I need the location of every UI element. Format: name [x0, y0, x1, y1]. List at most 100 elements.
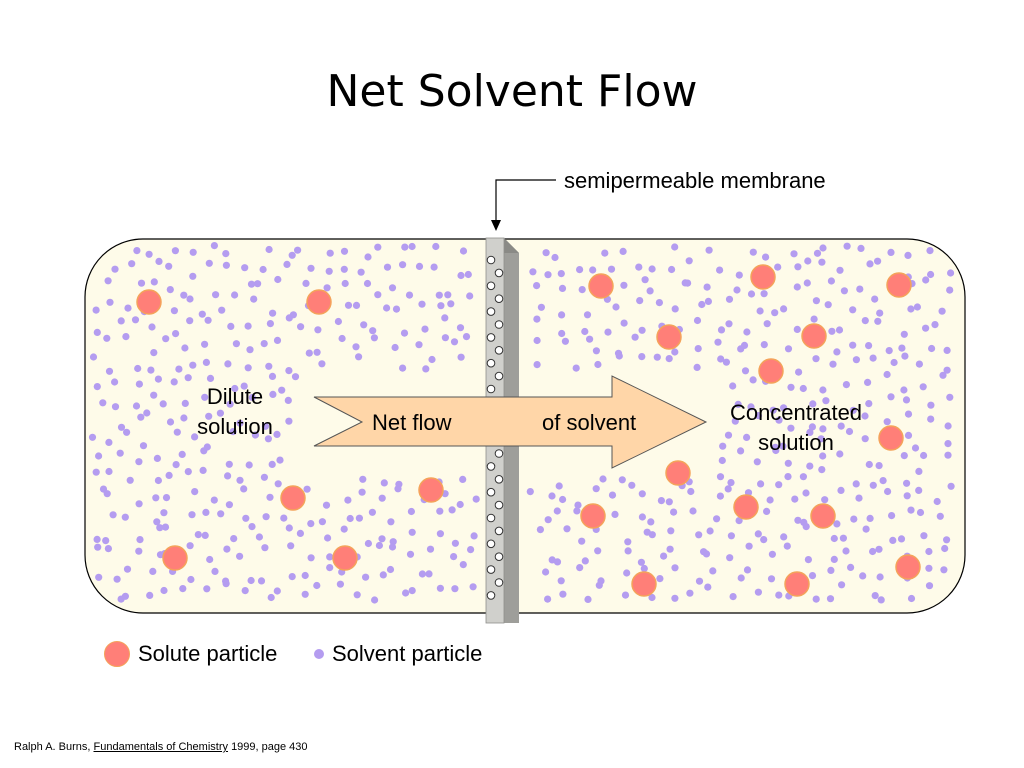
solvent-particle	[111, 403, 120, 411]
page-title: Net Solvent Flow	[326, 66, 698, 117]
solvent-particle	[819, 244, 827, 252]
membrane	[485, 237, 519, 624]
solvent-particle	[326, 564, 334, 572]
solvent-particle	[216, 409, 224, 417]
solvent-particle	[724, 485, 732, 493]
solvent-particle	[291, 373, 300, 381]
solvent-particle	[198, 310, 206, 318]
solvent-particle	[849, 306, 857, 314]
solvent-particle	[230, 535, 238, 543]
solvent-particle	[583, 311, 592, 319]
solvent-particle	[621, 591, 630, 599]
solute-particles	[136, 264, 921, 597]
solvent-particle	[533, 361, 541, 369]
solvent-particle	[828, 327, 836, 335]
solvent-particle	[147, 366, 155, 374]
solvent-particle	[467, 546, 475, 554]
solvent-particle	[904, 410, 913, 418]
solvent-particle	[123, 428, 131, 436]
solvent-particle	[829, 360, 837, 368]
solvent-particle	[657, 497, 666, 505]
solvent-particle	[386, 565, 395, 574]
membrane-pore	[486, 333, 496, 342]
solvent-particle	[714, 338, 722, 346]
solvent-particle	[904, 251, 912, 259]
solvent-particle	[313, 581, 321, 590]
solvent-particle	[648, 265, 656, 273]
solvent-particle	[262, 513, 270, 521]
solvent-particle	[326, 553, 334, 561]
solvent-particle	[592, 347, 601, 355]
solvent-particle	[749, 248, 757, 256]
solvent-particle	[946, 393, 954, 401]
solvent-particle	[898, 344, 906, 352]
solvent-particle	[338, 334, 346, 343]
solvent-particle	[754, 412, 763, 420]
solvent-particle	[273, 587, 281, 595]
solvent-particle	[204, 316, 212, 324]
solvent-particle	[573, 507, 581, 515]
solvent-particle	[920, 532, 928, 540]
solvent-particle	[857, 244, 865, 252]
solvent-particle	[686, 589, 694, 597]
solvent-particle	[379, 571, 387, 579]
solvent-particle	[620, 319, 628, 327]
solvent-particle	[687, 487, 695, 496]
solvent-particle	[646, 287, 654, 295]
solvent-particle	[121, 513, 129, 521]
solvent-particle	[859, 572, 867, 580]
solvent-particle	[620, 281, 628, 289]
solvent-particle	[842, 381, 851, 389]
solvent-particle	[352, 301, 361, 309]
solvent-particle	[775, 416, 783, 424]
solvent-particle	[806, 462, 814, 470]
solvent-particle	[389, 538, 397, 546]
solvent-particle	[210, 496, 218, 504]
solvent-particle	[93, 328, 101, 336]
solvent-particle	[584, 595, 592, 604]
solvent-particle	[421, 325, 429, 333]
solvent-particle	[370, 334, 378, 342]
solvent-particle	[470, 532, 478, 540]
solvent-particle	[285, 524, 293, 532]
solvent-particle	[326, 249, 334, 257]
solvent-particle	[865, 460, 873, 469]
solvent-particle	[871, 592, 879, 600]
solvent-particle	[222, 580, 230, 588]
solvent-particle	[283, 260, 291, 268]
solvent-particle	[360, 321, 368, 329]
solvent-particle	[671, 243, 679, 251]
solvent-particle	[223, 545, 231, 553]
solvent-particle	[551, 253, 559, 262]
solvent-particle	[671, 348, 679, 356]
solvent-particle	[725, 295, 734, 303]
solvent-particle	[126, 476, 134, 484]
solvent-particle	[154, 476, 162, 485]
solvent-particle	[915, 360, 924, 368]
solvent-particle	[464, 270, 472, 279]
solvent-particle	[210, 242, 218, 250]
solvent-particle	[206, 374, 215, 382]
solvent-particle	[877, 596, 885, 604]
solvent-particle	[336, 580, 344, 588]
solvent-particle	[791, 495, 799, 503]
solvent-particle	[153, 518, 161, 526]
solvent-particle	[93, 383, 101, 391]
solvent-particle	[278, 386, 286, 394]
solvent-particle	[148, 323, 156, 331]
solvent-particle	[544, 516, 552, 524]
solvent-particle	[684, 279, 692, 287]
arrow-text-left: Net flow	[372, 410, 452, 435]
solvent-particle	[191, 488, 199, 496]
solvent-particle	[265, 362, 273, 370]
solvent-particle	[745, 542, 753, 550]
solvent-particle	[558, 284, 567, 292]
solvent-particle	[594, 360, 602, 369]
membrane-pore	[494, 346, 504, 355]
solvent-particle	[648, 593, 656, 602]
solvent-particle	[99, 399, 107, 407]
solvent-particle	[624, 547, 632, 555]
solvent-particle	[665, 498, 673, 506]
solute-particle	[306, 289, 332, 315]
solvent-particle	[812, 297, 821, 305]
